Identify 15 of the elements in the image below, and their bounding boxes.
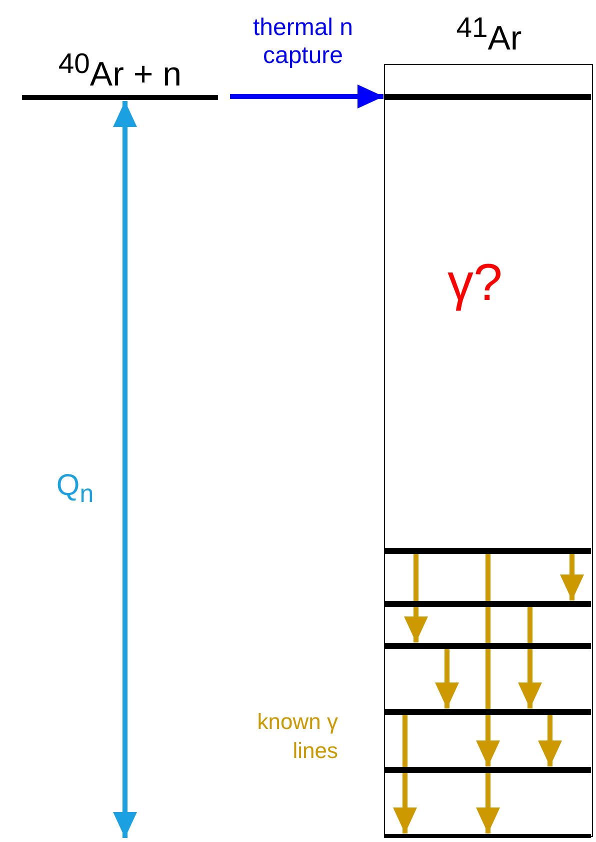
level-label: $^{40}$Ar + n bbox=[57, 48, 183, 94]
arrow bbox=[404, 554, 428, 642]
arrow bbox=[518, 606, 542, 708]
level-label: $^{41}$Ar bbox=[455, 12, 523, 58]
arrow bbox=[538, 714, 562, 766]
level-scheme-box bbox=[384, 64, 593, 837]
question-label: γ? bbox=[446, 253, 504, 314]
arrow bbox=[230, 84, 384, 108]
arrow bbox=[435, 648, 459, 708]
note-label: known γ lines bbox=[256, 708, 338, 765]
arrow bbox=[560, 554, 584, 600]
dimension-label: Q$_{n}$ bbox=[55, 468, 95, 510]
arrow bbox=[476, 772, 500, 834]
arrow bbox=[393, 714, 417, 834]
arrow bbox=[476, 554, 500, 766]
